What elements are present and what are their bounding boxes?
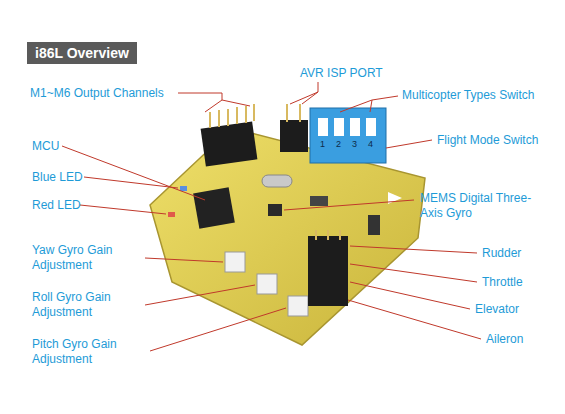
switch-number: 2 xyxy=(336,139,346,149)
callout-label: Blue LED xyxy=(32,170,102,185)
callout-label: Flight Mode Switch xyxy=(437,133,559,148)
callout-label: MCU xyxy=(32,139,92,154)
callout-label: M1~M6 Output Channels xyxy=(30,86,180,101)
callout-label: Throttle xyxy=(482,275,552,290)
potentiometer xyxy=(257,274,277,294)
crystal xyxy=(262,175,292,187)
component xyxy=(368,215,380,235)
title-band: i86L Overview xyxy=(27,42,137,64)
leader-lines xyxy=(62,82,481,351)
switch-number: 1 xyxy=(320,139,330,149)
callout-label: Pitch Gyro Gain Adjustment xyxy=(32,337,150,367)
callout-label: Roll Gyro Gain Adjustment xyxy=(32,290,144,320)
callout-label: Yaw Gyro Gain Adjustment xyxy=(32,243,144,273)
callout-label: Aileron xyxy=(486,332,556,347)
callout-label: MEMS Digital Three-Axis Gyro xyxy=(420,191,540,221)
callout-label: Multicopter Types Switch xyxy=(402,88,560,103)
callout-label: AVR ISP PORT xyxy=(300,66,400,81)
switch-number: 4 xyxy=(368,139,378,149)
potentiometer xyxy=(225,252,245,272)
mcu-chip xyxy=(193,187,235,229)
component xyxy=(310,196,328,206)
callout-label: Red LED xyxy=(32,198,102,213)
red-led xyxy=(168,212,175,217)
output-header xyxy=(201,104,258,166)
gyro-chip xyxy=(268,204,282,216)
blue-led xyxy=(180,186,187,191)
switch-number: 3 xyxy=(352,139,362,149)
dip-switch xyxy=(310,108,386,163)
receiver-header xyxy=(308,230,348,306)
callout-label: Elevator xyxy=(475,302,545,317)
isp-header xyxy=(280,104,308,152)
callout-label: Rudder xyxy=(482,246,552,261)
potentiometer xyxy=(288,296,308,316)
